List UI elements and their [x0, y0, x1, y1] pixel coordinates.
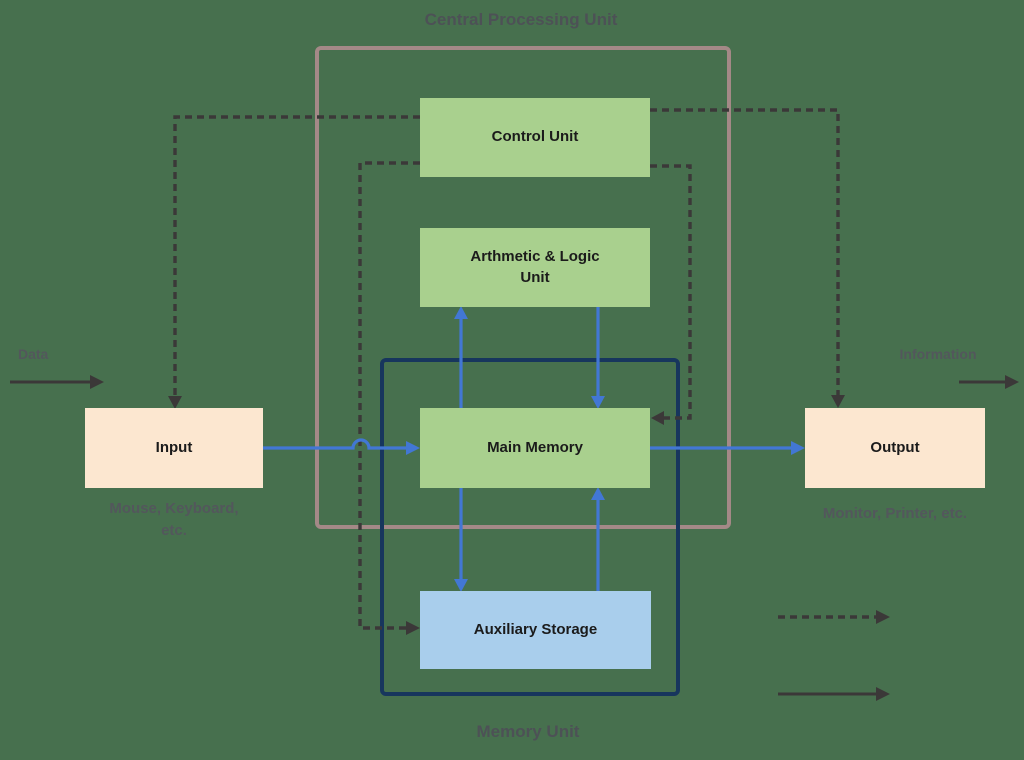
arrowhead-data-in	[90, 375, 104, 389]
arrowhead-auxiliary-to-main-memory	[591, 487, 605, 500]
input-caption: Mouse, Keyboard, etc.	[109, 500, 239, 539]
arrowhead-control-to-auxiliary	[406, 621, 420, 635]
dashed-wire-control-to-auxiliary	[358, 161, 420, 630]
input-box: Input	[85, 408, 263, 488]
cpu-group-title: Central Processing Unit	[424, 10, 618, 29]
arrowhead-control-to-input	[168, 396, 182, 409]
dashed-wire-control-to-input	[173, 115, 420, 397]
legend-dashed-arrowhead	[876, 610, 890, 624]
alu-box: Arthmetic & Logic Unit	[420, 228, 650, 307]
arrowhead-control-to-main-memory	[651, 411, 664, 425]
cpu-group-frame	[315, 46, 731, 529]
output-box: Output	[805, 408, 985, 488]
control-unit-box: Control Unit	[420, 98, 650, 177]
dashed-wire-control-to-output	[650, 108, 840, 396]
memory-unit-group-frame	[380, 358, 680, 696]
arrowhead-information-out	[1005, 375, 1019, 389]
arrowhead-main-memory-to-alu	[454, 306, 468, 319]
auxiliary-storage-box: Auxiliary Storage	[420, 591, 651, 669]
information-label: Information	[899, 346, 977, 362]
blue-wire-input-to-main-memory	[263, 438, 407, 450]
arrowhead-main-memory-to-auxiliary	[454, 579, 468, 592]
dashed-wire-control-to-main-memory	[650, 164, 692, 420]
arrowhead-alu-to-main-memory	[591, 396, 605, 409]
arrowhead-main-memory-to-output	[791, 441, 805, 455]
data-label: Data	[18, 346, 49, 362]
arrowhead-control-to-output	[831, 395, 845, 408]
arrowhead-input-to-main-memory	[406, 441, 420, 455]
main-memory-box: Main Memory	[420, 408, 650, 488]
legend-solid-arrowhead	[876, 687, 890, 701]
memory-unit-group-title: Memory Unit	[476, 722, 580, 741]
output-caption: Monitor, Printer, etc.	[822, 505, 968, 522]
